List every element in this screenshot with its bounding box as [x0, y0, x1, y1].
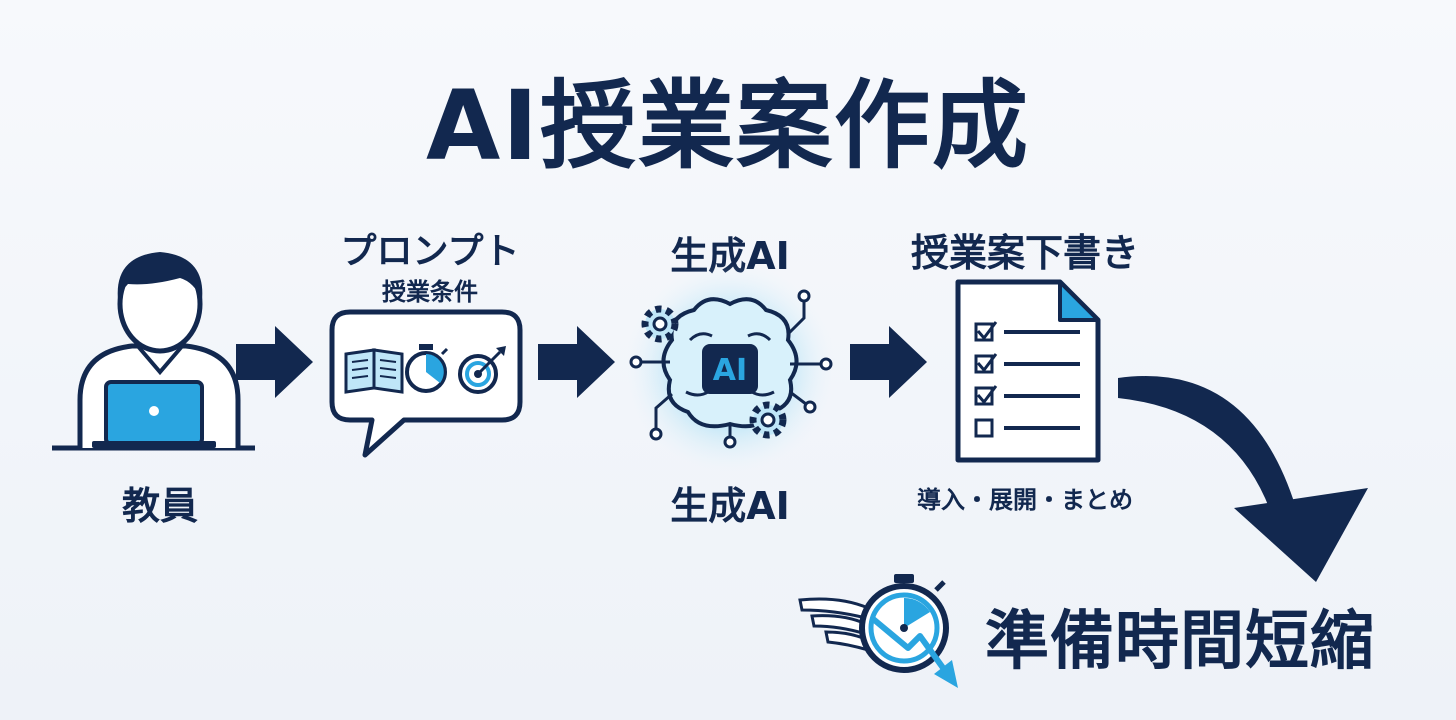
ai-label: 生成AI	[670, 484, 790, 528]
teacher-label: 教員	[121, 484, 198, 528]
prompt-subtitle: 授業条件	[382, 278, 478, 306]
target-icon	[458, 346, 506, 394]
result-arrow	[1118, 376, 1368, 582]
checklist-document-icon	[955, 279, 1101, 463]
stopwatch-icon	[405, 344, 449, 393]
diagram-title: AI授業案作成	[425, 70, 1030, 182]
ai-chip-text: AI	[713, 353, 747, 388]
book-icon	[344, 348, 404, 394]
flow-arrow-1	[236, 326, 313, 398]
flow-arrow-2	[538, 326, 615, 398]
gear-icon	[641, 305, 679, 343]
flow-arrow-3	[850, 326, 927, 398]
winged-stopwatch-icon	[798, 574, 958, 688]
prompt-title: プロンプト	[340, 231, 520, 272]
gear-icon	[749, 401, 787, 439]
draft-title: 授業案下書き	[910, 231, 1139, 275]
result-label: 準備時間短縮	[985, 605, 1375, 679]
draft-subtitle: 導入・展開・まとめ	[917, 486, 1133, 514]
teacher-laptop-icon	[52, 252, 255, 451]
ai-brain-icon: AI	[625, 263, 835, 473]
